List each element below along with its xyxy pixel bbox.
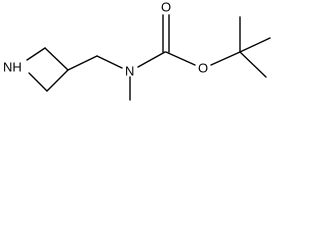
bond-ch2-to-n [96,55,123,69]
chemical-structure: NH N O O [3,0,271,101]
bond-ring-n-top [26,47,46,61]
bond-n-to-carbonyl [137,51,166,68]
bond-ring-right-bottom [46,69,69,92]
bond-tbu-methyl-right [239,37,271,53]
bond-ring-right-top [44,47,69,71]
bond-o-to-tbu [210,51,241,66]
atom-label-carbonyl-o: O [161,0,171,14]
bond-tbu-methyl-down [239,51,267,78]
atom-label-carbamate-n: N [125,63,134,78]
bond-ring-to-ch2 [67,55,98,71]
atom-label-ester-o: O [198,60,208,75]
bond-carbonyl-to-o [165,51,196,66]
atom-label-azetidine-nh: NH [3,59,22,74]
bond-ring-n-bottom [28,72,48,92]
